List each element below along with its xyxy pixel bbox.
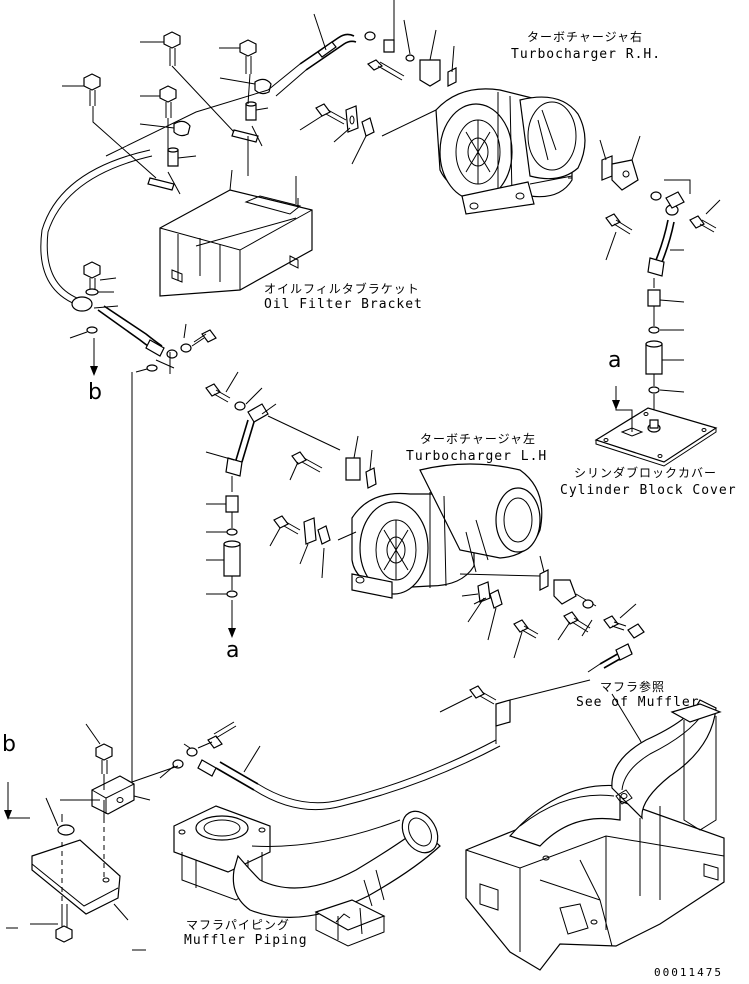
- long-tube-bottom: [160, 722, 500, 810]
- curved-hose-left: [41, 150, 152, 306]
- muffler-piping-label-jp: マフラパイピング: [186, 918, 290, 932]
- reference-b-left: b: [2, 732, 17, 757]
- cylinder-cover-label-en: Cylinder Block Cover: [560, 483, 737, 498]
- muffler-piping-label-en: Muffler Piping: [184, 933, 308, 948]
- rh-turbo-fittings: [600, 136, 720, 424]
- reference-b-top: b: [88, 380, 103, 405]
- cylinder-cover-label-jp: シリンダブロックカバー: [574, 466, 718, 480]
- turbo-rh-label-jp: ターボチャージャ右: [527, 30, 644, 44]
- muffler-ref-label-jp: マフラ参照: [600, 680, 666, 694]
- oil-filter-label-jp: オイルフィルタブラケット: [264, 282, 420, 296]
- muffler-piping: [174, 805, 445, 946]
- lh-turbo-gaskets: [270, 436, 376, 578]
- turbocharger-lh: [352, 464, 542, 598]
- lh-turbo-bottom-parts: [462, 582, 538, 658]
- reference-a-right: a: [608, 348, 623, 373]
- muffler-ref-label-en: See of Muffler: [576, 695, 700, 710]
- reference-a-mid: a: [226, 638, 241, 663]
- turbo-rh-label-en: Turbocharger R.H.: [511, 47, 662, 62]
- bolt-group-top-left: [62, 32, 271, 194]
- muffler-frame: [466, 700, 724, 970]
- turbo-lh-label-jp: ターボチャージャ左: [420, 432, 537, 446]
- cylinder-block-cover: [596, 386, 716, 466]
- oil-filter-label-en: Oil Filter Bracket: [264, 297, 423, 312]
- lh-oil-line: [206, 372, 340, 638]
- bottom-left-bracket: [4, 724, 178, 950]
- rh-turbo-gaskets: [300, 104, 374, 164]
- oil-tube-top: [106, 0, 456, 156]
- fitting-stack-b: [70, 262, 216, 782]
- oil-filter-bracket: [160, 136, 312, 296]
- turbo-lh-label-en: Turbocharger L.H: [406, 449, 548, 464]
- turbocharger-rh: [382, 89, 585, 214]
- lh-turbo-fittings: [540, 556, 644, 672]
- drawing-number: 00011475: [654, 966, 723, 979]
